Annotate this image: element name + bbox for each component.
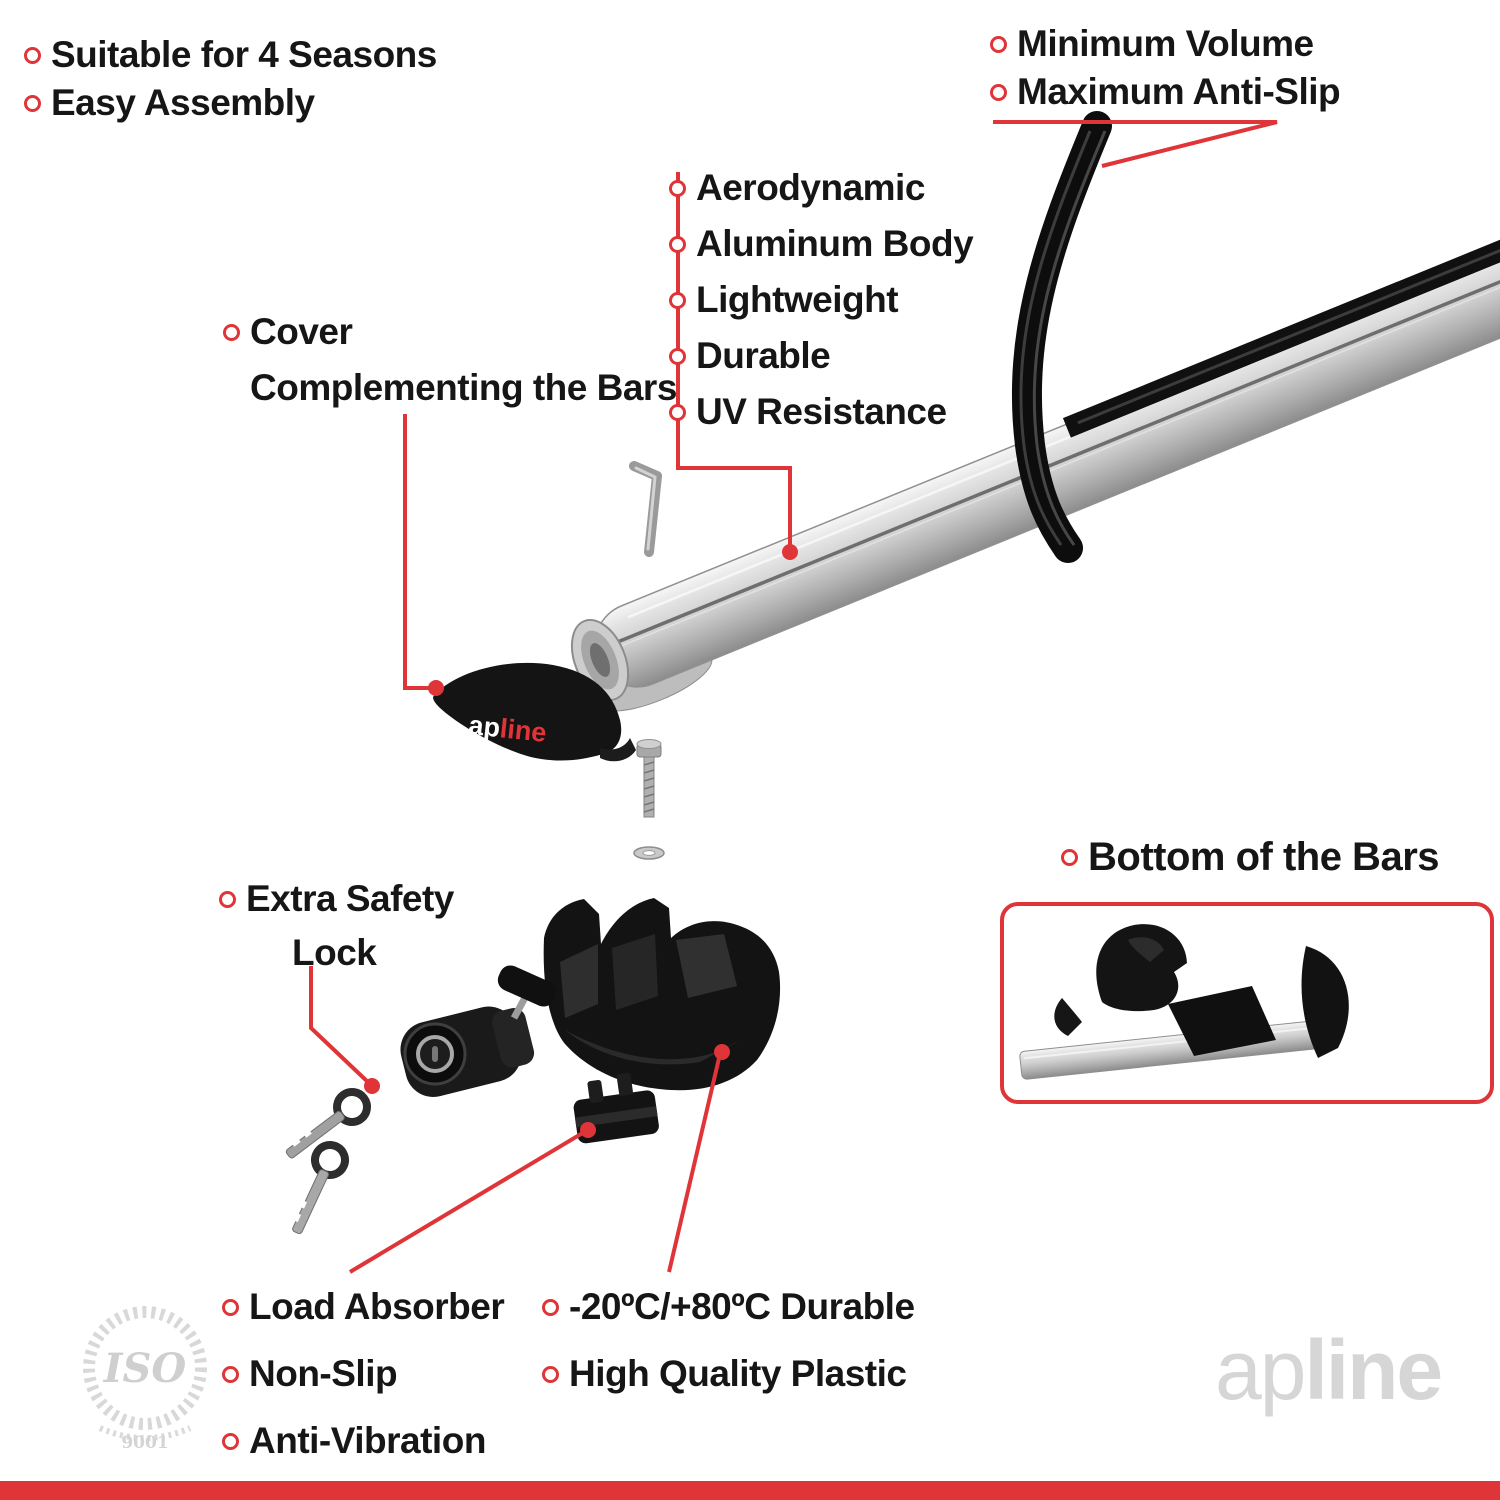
roof-bar-graphic (570, 168, 1500, 712)
feature-easy-assembly: Easy Assembly (24, 82, 315, 125)
bottom-bars-panel (1000, 902, 1494, 1104)
brand-watermark: apline (1215, 1322, 1443, 1419)
feature-label: Easy Assembly (51, 82, 315, 123)
bullet-ring-icon (222, 1298, 239, 1316)
bar-feature-lightweight: Lightweight (669, 279, 899, 322)
bar-feature-durable: Durable (669, 335, 831, 378)
callout-dots (364, 544, 798, 1138)
feature-label: Aerodynamic (696, 167, 925, 208)
callout-dot-cover (428, 680, 444, 696)
callout-line-antislip (993, 120, 1278, 168)
feature-label: -20ºC/+80ºC Durable (569, 1286, 915, 1327)
panel-claw (1096, 924, 1187, 1012)
cover-graphic: apline (433, 662, 636, 762)
keys-graphic (285, 1088, 371, 1235)
bullet-ring-icon (222, 1365, 239, 1383)
foot-feature-anti-vibration: Anti-Vibration (222, 1420, 486, 1463)
callout-line-foot (667, 1053, 722, 1273)
feature-label: Durable (696, 335, 831, 376)
callout-dot-bar (782, 544, 798, 560)
washer-graphic (633, 846, 665, 860)
bullet-ring-icon (990, 35, 1007, 53)
bar-groove (617, 211, 1500, 644)
feature-label: Lightweight (696, 279, 899, 320)
brand-watermark-ap: ap (1215, 1323, 1306, 1417)
bullet-ring-icon (542, 1365, 559, 1383)
iso-badge-icon: ISO 9001 (83, 1306, 207, 1453)
feature-maximum-antislip: Maximum Anti-Slip (990, 71, 1341, 114)
feature-minimum-volume: Minimum Volume (990, 23, 1314, 66)
lock-callout-line2: Lock (292, 932, 377, 973)
bullet-ring-icon (669, 403, 686, 421)
feature-label: High Quality Plastic (569, 1353, 907, 1394)
lock-callout-line1: Extra Safety (219, 878, 454, 921)
allen-key-graphic (629, 461, 662, 557)
bar-feature-uv-resistance: UV Resistance (669, 391, 947, 434)
plastic-feature-temperature: -20ºC/+80ºC Durable (542, 1286, 915, 1329)
callout-line-pad (348, 1129, 588, 1274)
feature-label: Extra Safety (246, 878, 454, 919)
foot-feature-load-absorber: Load Absorber (222, 1286, 505, 1329)
feature-label: Load Absorber (249, 1286, 505, 1327)
iso-badge: ISO 9001 (70, 1296, 220, 1461)
bullet-ring-icon (24, 46, 41, 64)
callout-line-bar (676, 172, 792, 550)
bolt-graphic (636, 739, 662, 818)
bottom-bars-label: Bottom of the Bars (1061, 834, 1440, 880)
feature-label: UV Resistance (696, 391, 947, 432)
brand-watermark-line: line (1304, 1323, 1443, 1417)
callout-lines (309, 120, 1278, 1274)
bullet-ring-icon (669, 235, 686, 253)
feature-label: Suitable for 4 Seasons (51, 34, 437, 75)
cover-callout-line2: Complementing the Bars (250, 367, 677, 408)
feature-four-seasons: Suitable for 4 Seasons (24, 34, 437, 77)
plastic-feature-quality: High Quality Plastic (542, 1353, 907, 1396)
feature-label: Aluminum Body (696, 223, 974, 264)
bullet-ring-icon (990, 83, 1007, 101)
footer-accent-bar (0, 1481, 1500, 1500)
foot-clamp-graphic (543, 898, 781, 1091)
bullet-ring-icon (219, 890, 236, 908)
bar-feature-aerodynamic: Aerodynamic (669, 167, 925, 210)
panel-foot (1168, 986, 1276, 1056)
bullet-ring-icon (542, 1298, 559, 1316)
bullet-ring-icon (223, 323, 240, 341)
iso-number: 9001 (121, 1433, 168, 1453)
panel-strip-flap (1301, 946, 1349, 1058)
bullet-ring-icon (222, 1432, 239, 1450)
cover-callout-line1: Cover (223, 311, 353, 354)
callout-line-lock (309, 966, 372, 1086)
feature-label: Non-Slip (249, 1353, 398, 1394)
feature-label: Cover (250, 311, 353, 352)
bullet-ring-icon (24, 94, 41, 112)
lock-t-handle (497, 965, 557, 1007)
feature-label: Anti-Vibration (249, 1420, 486, 1461)
lock-graphic (400, 965, 557, 1097)
bullet-ring-icon (669, 291, 686, 309)
bullet-ring-icon (669, 179, 686, 197)
bullet-ring-icon (669, 347, 686, 365)
panel-hook (1054, 998, 1082, 1036)
foot-feature-non-slip: Non-Slip (222, 1353, 398, 1396)
feature-label: Bottom of the Bars (1088, 835, 1440, 879)
cover-brand-text: apline (467, 710, 548, 748)
feature-label: Maximum Anti-Slip (1017, 71, 1341, 112)
iso-title: ISO (103, 1345, 187, 1392)
feature-label: Minimum Volume (1017, 23, 1314, 64)
callout-line-cover (403, 414, 432, 690)
bar-feature-aluminum: Aluminum Body (669, 223, 974, 266)
bullet-ring-icon (1061, 848, 1078, 866)
callout-dot-pad (580, 1122, 596, 1138)
callout-dot-lock (364, 1078, 380, 1094)
rubber-strip-graphic (1011, 111, 1112, 563)
callout-dot-foot (714, 1044, 730, 1060)
